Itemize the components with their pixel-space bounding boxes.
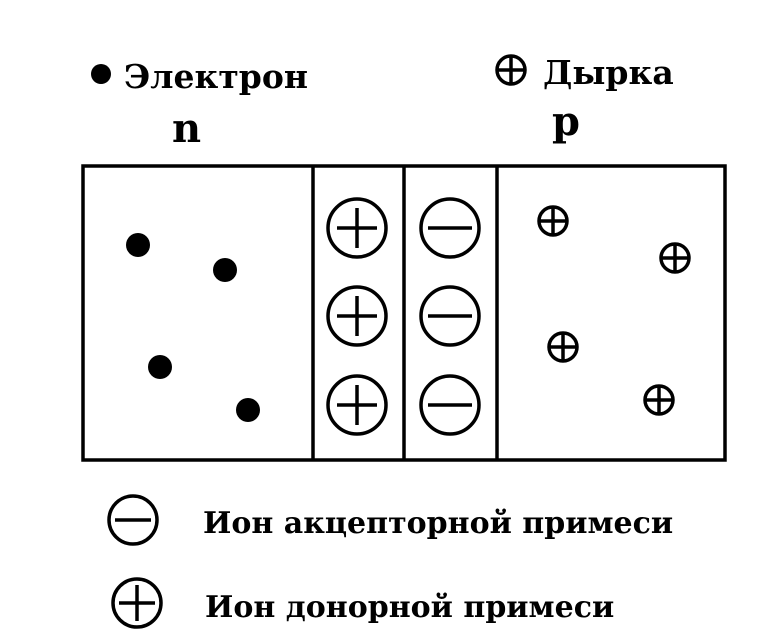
hole bbox=[537, 205, 569, 237]
donor-ion bbox=[326, 374, 388, 436]
hole-legend-label: Дырка bbox=[543, 53, 674, 92]
acceptor-ion bbox=[419, 197, 481, 259]
donor-ion bbox=[326, 285, 388, 347]
electron-legend-icon bbox=[91, 64, 111, 84]
electron bbox=[126, 233, 150, 257]
electron bbox=[236, 398, 260, 422]
donor-ion bbox=[326, 197, 388, 259]
hole bbox=[643, 384, 675, 416]
donor-ion-legend-label: Ион донорной примеси bbox=[205, 590, 614, 625]
acceptor-ion-legend-icon bbox=[107, 494, 159, 546]
n-region-label: n bbox=[172, 105, 201, 152]
hole bbox=[659, 242, 691, 274]
acceptor-ion bbox=[419, 374, 481, 436]
hole bbox=[547, 331, 579, 363]
electron bbox=[213, 258, 237, 282]
hole-legend-icon bbox=[495, 54, 527, 86]
electron bbox=[148, 355, 172, 379]
p-region-label: p bbox=[552, 98, 580, 145]
donor-ion-legend-icon bbox=[111, 577, 163, 629]
acceptor-ion-legend-label: Ион акцепторной примеси bbox=[203, 506, 673, 541]
electron-legend-label: Электрон bbox=[124, 57, 308, 96]
acceptor-ion bbox=[419, 285, 481, 347]
